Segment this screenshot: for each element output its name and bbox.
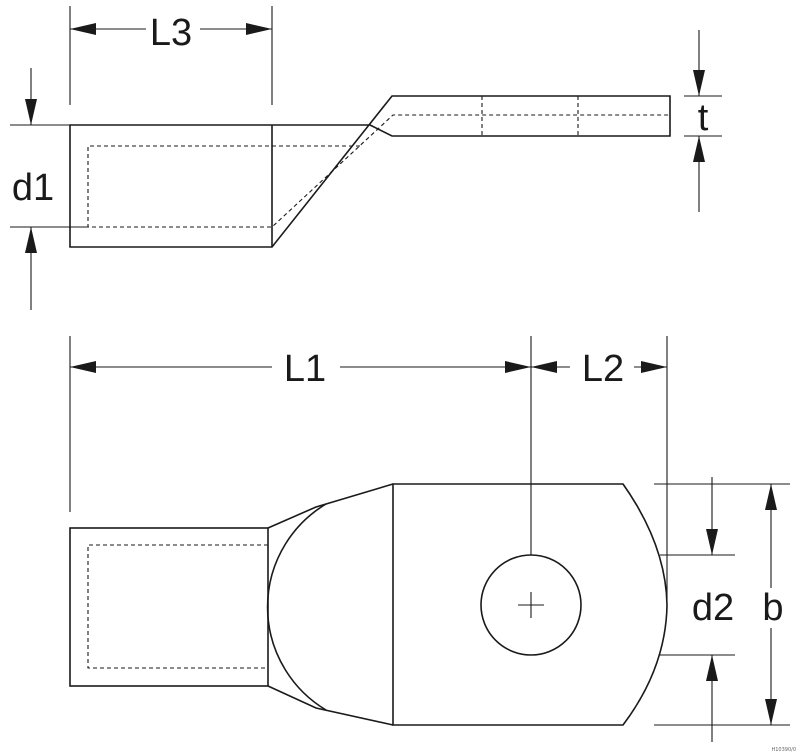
top-hidden-bore: [87, 544, 268, 669]
l3-label: L3: [150, 12, 192, 54]
d2-arrow-up: [706, 655, 718, 681]
d1-label: d1: [12, 167, 54, 209]
b-label: b: [762, 587, 783, 629]
top-barrel-outline: [69, 527, 269, 687]
b-arrow-down: [765, 699, 777, 725]
t-label: t: [698, 97, 709, 139]
top-view: L1 L2 d2 b: [69, 336, 790, 742]
top-palm-outline: [392, 483, 668, 726]
side-hidden-bore: [87, 114, 670, 228]
d1-arrow-up: [25, 227, 37, 253]
l3-arrow-right: [246, 23, 272, 35]
l2-label: L2: [582, 348, 624, 390]
l1-arrow-right: [505, 361, 531, 373]
d2-label: d2: [692, 587, 734, 629]
t-arrow-down: [693, 70, 705, 96]
b-arrow-up: [765, 484, 777, 510]
top-neck-upper: [267, 483, 394, 529]
side-barrel-outline: [69, 95, 671, 248]
t-arrow-up: [693, 136, 705, 162]
l1-arrow-left: [70, 361, 96, 373]
top-neck-lower: [267, 685, 394, 726]
d2-arrow-down: [706, 529, 718, 555]
top-neck-arc: [266, 503, 327, 711]
l2-arrow-left: [531, 361, 557, 373]
l1-label: L1: [284, 348, 326, 390]
side-view: L3 d1 t: [10, 6, 722, 310]
d1-arrow-down: [25, 99, 37, 125]
l3-arrow-left: [70, 23, 96, 35]
l2-arrow-right: [641, 361, 667, 373]
image-code: H10390/0: [771, 747, 796, 753]
